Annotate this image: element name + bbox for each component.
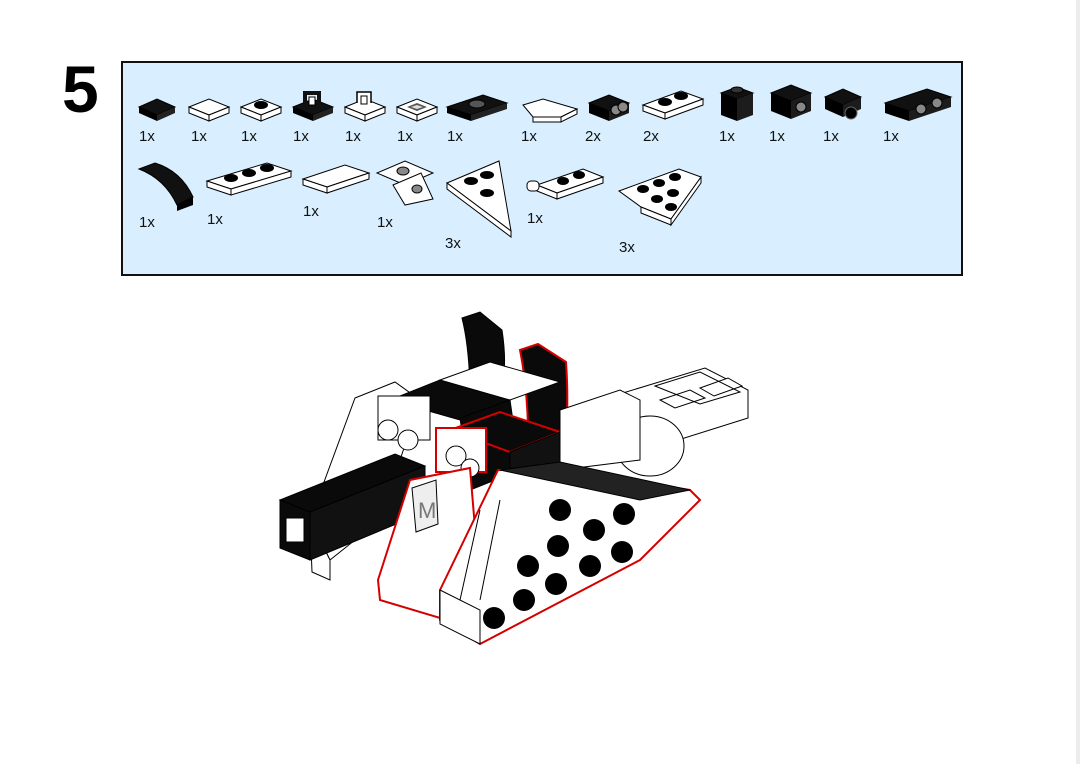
part-quantity: 1x xyxy=(139,214,155,231)
white-plate-1x2-icon xyxy=(641,90,705,120)
black-brick-1x1-icon xyxy=(719,86,755,121)
white-plate-with-clip-icon xyxy=(526,168,605,200)
black-plate-bracket-1x2-icon xyxy=(883,88,953,121)
white-tile-1x1-icon xyxy=(187,98,231,122)
parts-list-panel: 1x 1x 1x xyxy=(121,61,963,276)
part-quantity: 1x xyxy=(191,128,207,145)
white-tile-corner-cut-icon xyxy=(522,98,579,123)
part-quantity: 1x xyxy=(293,128,309,145)
part-quantity: 1x xyxy=(823,128,839,145)
part-quantity: 1x xyxy=(303,203,319,220)
black-bracket-1x1-icon xyxy=(769,84,813,119)
svg-text:M: M xyxy=(418,498,436,523)
black-jumper-plate-1x2-icon xyxy=(445,94,509,121)
part-quantity: 3x xyxy=(619,239,635,256)
white-tile-1x2-icon xyxy=(301,164,371,194)
part-quantity: 3x xyxy=(445,235,461,252)
black-bracket-with-studs-icon xyxy=(587,94,631,121)
white-wedge-plate-icon xyxy=(446,160,512,238)
white-bracket-plate-icon xyxy=(375,160,435,206)
black-curved-slope-icon xyxy=(137,162,194,211)
white-clip-plate-icon xyxy=(343,91,387,122)
part-quantity: 1x xyxy=(521,128,537,145)
part-quantity: 1x xyxy=(139,128,155,145)
part-quantity: 1x xyxy=(207,211,223,228)
part-quantity: 1x xyxy=(769,128,785,145)
white-wedge-plate-3x4-icon xyxy=(617,168,702,227)
black-clip-brick-icon xyxy=(823,88,863,120)
part-quantity: 1x xyxy=(377,214,393,231)
step-number: 5 xyxy=(62,52,99,126)
page-edge xyxy=(1076,0,1080,764)
part-quantity: 2x xyxy=(585,128,601,145)
black-tile-1x1-icon xyxy=(137,98,177,121)
part-quantity: 1x xyxy=(883,128,899,145)
white-plate-1x3-icon xyxy=(205,162,293,196)
part-quantity: 2x xyxy=(643,128,659,145)
part-quantity: 1x xyxy=(345,128,361,145)
white-plate-1x1-icon xyxy=(239,98,283,122)
part-quantity: 1x xyxy=(447,128,463,145)
part-quantity: 1x xyxy=(527,210,543,227)
part-quantity: 1x xyxy=(241,128,257,145)
part-quantity: 1x xyxy=(719,128,735,145)
m-printed-tile-icon xyxy=(395,98,439,122)
part-quantity: 1x xyxy=(397,128,413,145)
black-clip-plate-icon xyxy=(291,91,335,121)
